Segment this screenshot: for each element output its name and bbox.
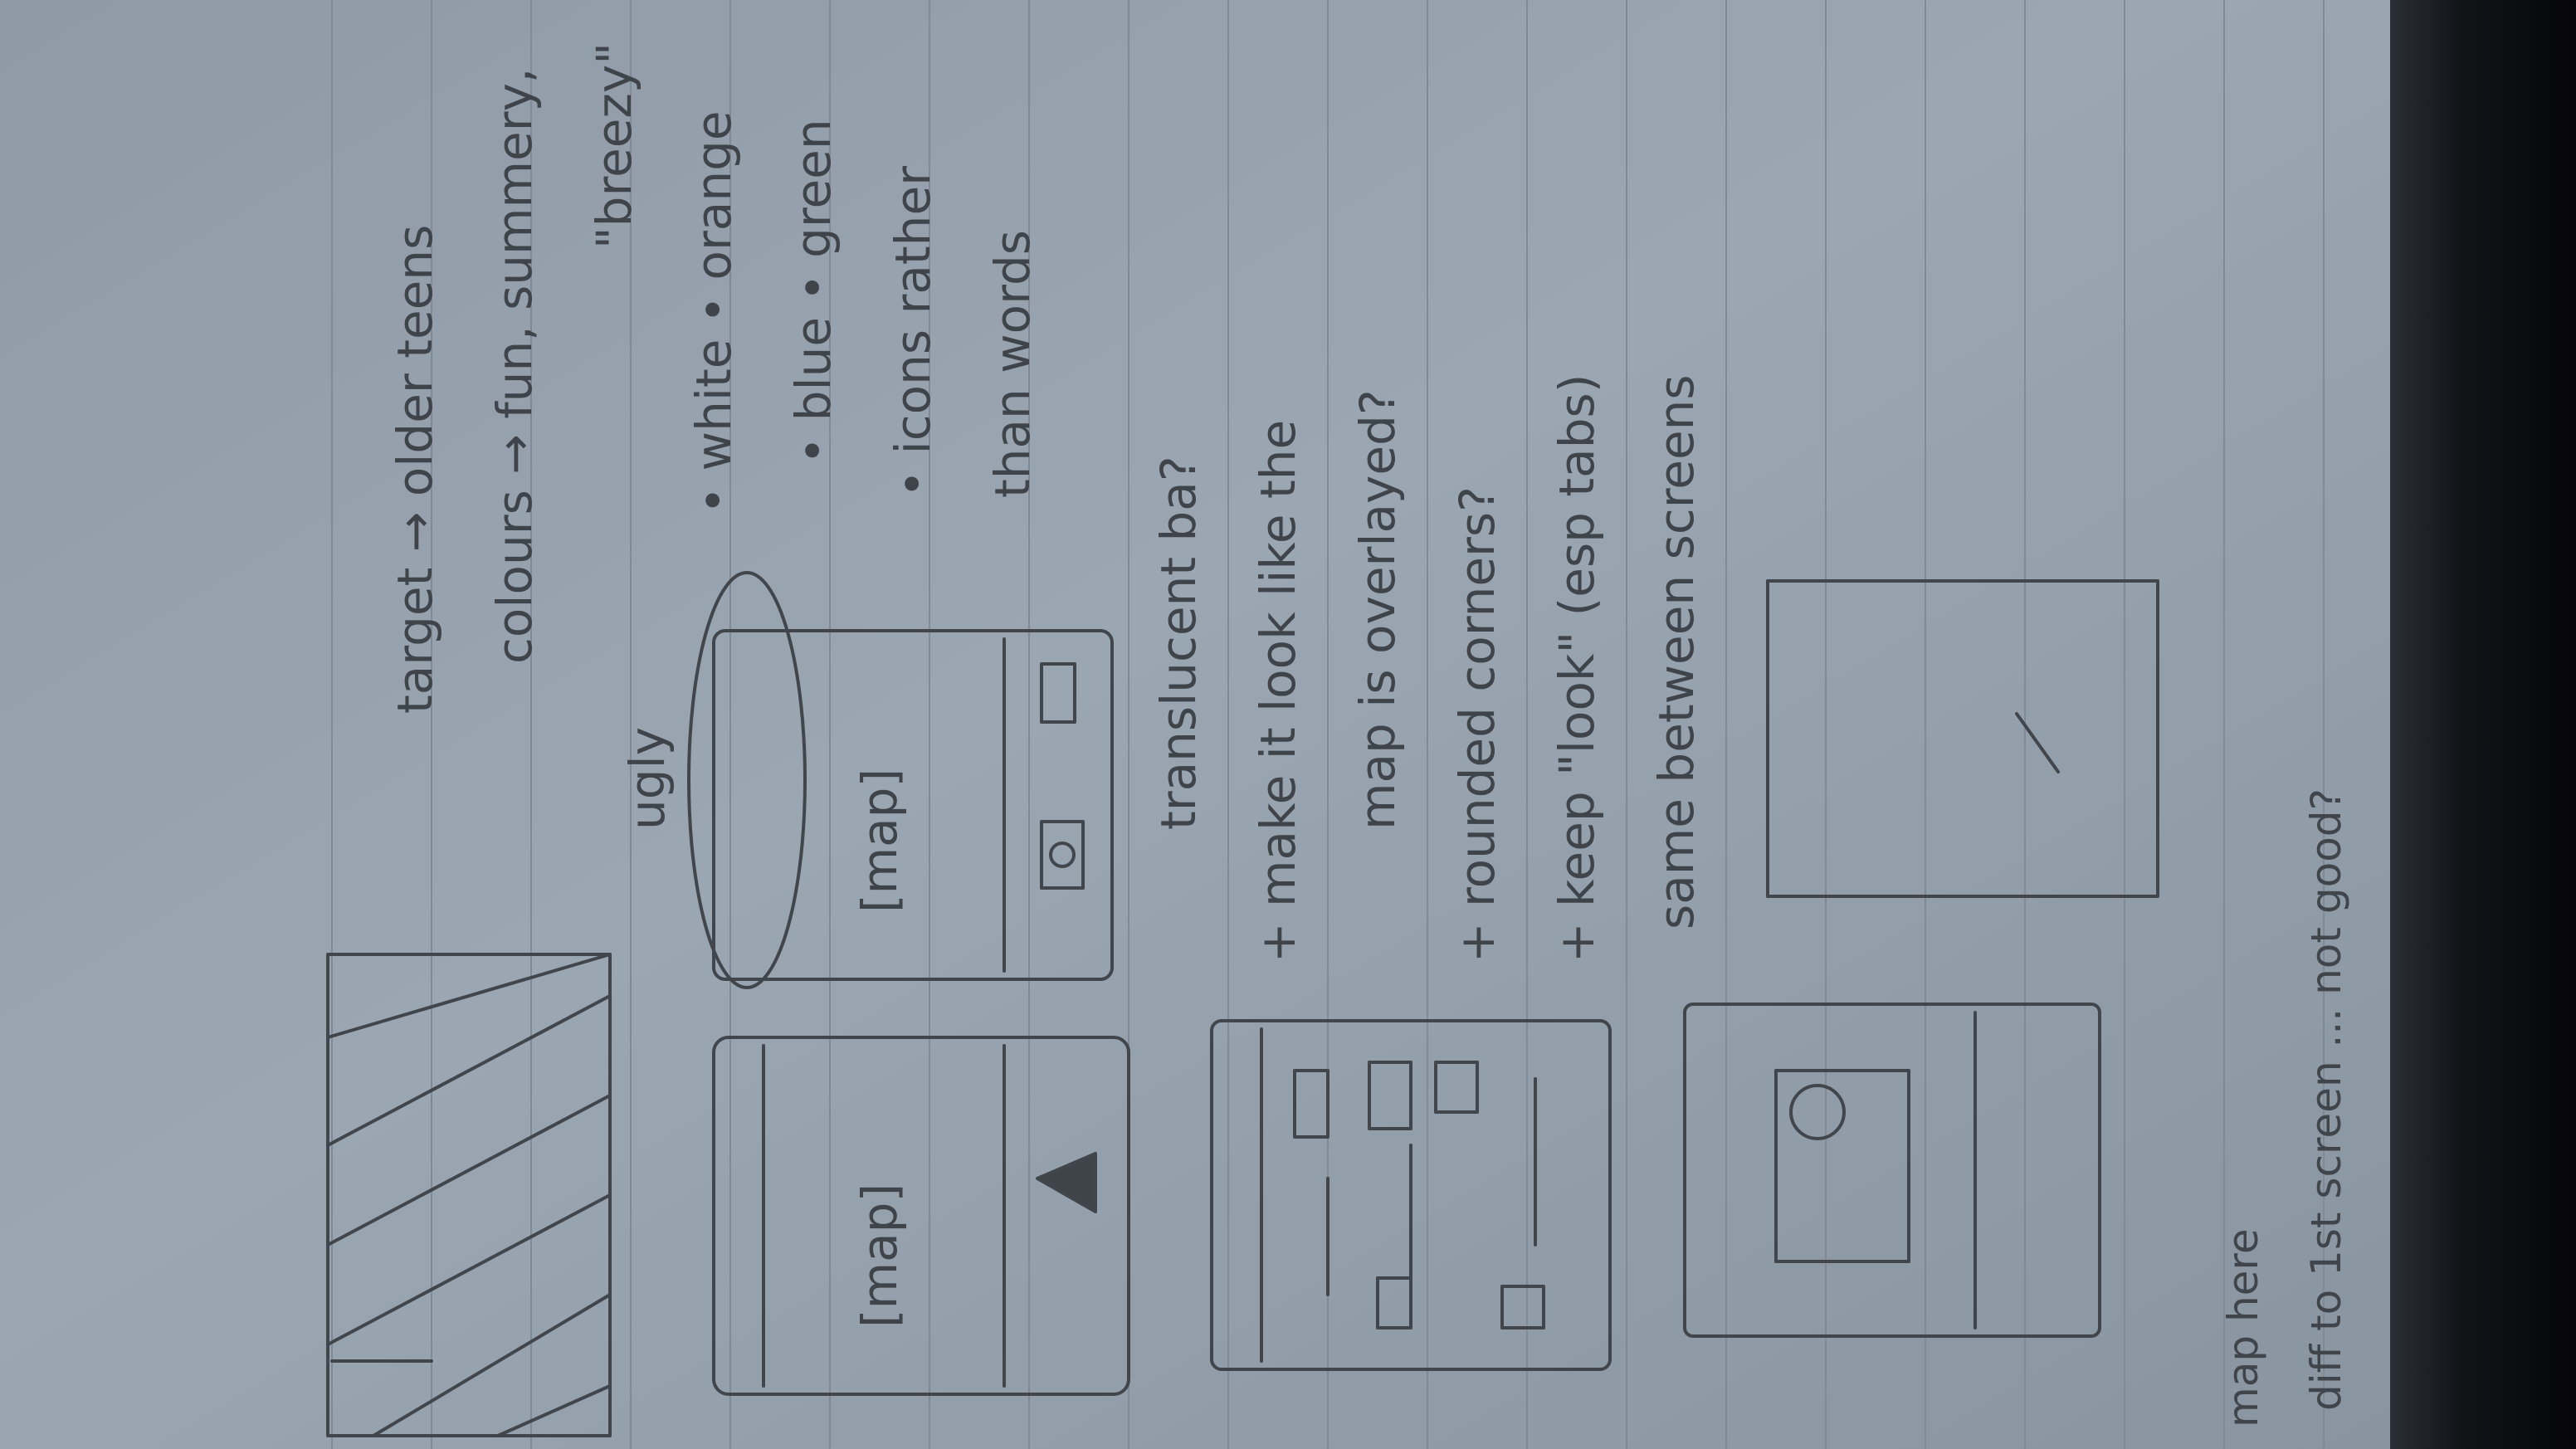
note-rounded: + rounded corners? <box>1449 486 1505 963</box>
sketch-phone-3 <box>1210 1019 1612 1371</box>
sketch-label-map-b: [map] <box>851 768 908 913</box>
sketch-phone-2 <box>687 571 1114 989</box>
note-ugly: ugly <box>619 727 676 830</box>
note-map-here: map here <box>2219 1228 2267 1427</box>
note-than-words: than words <box>984 230 1041 498</box>
note-make-look: + make it look like the <box>1250 420 1306 963</box>
note-translucent: translucent ba? <box>1150 456 1207 830</box>
note-same-between: same between screens <box>1648 374 1705 929</box>
note-colours: colours → fun, summery, <box>486 68 543 664</box>
note-diff-screen: diff to 1st screen ... not good? <box>2302 788 2350 1411</box>
handwritten-notes: target → older teens colours → fun, summ… <box>387 42 2350 1427</box>
note-icons: • icons rather <box>885 166 941 498</box>
note-breezy: "breezy" <box>586 42 642 249</box>
sketch-phone-1 <box>712 1036 1130 1396</box>
note-target: target → older teens <box>387 225 443 714</box>
note-keep-look: + keep "look" (esp tabs) <box>1549 374 1605 963</box>
note-map-overlayed: map is overlayed? <box>1349 389 1406 830</box>
sketch-phone-4 <box>1683 1003 2101 1338</box>
desk-edge <box>2390 0 2576 1449</box>
note-white-orange: • white • orange <box>685 110 742 515</box>
sketch-label-map-a: [map] <box>851 1183 908 1328</box>
sketch-empty-screen <box>1766 579 2159 898</box>
hatched-sketch <box>326 953 612 1437</box>
note-blue-green: • blue • green <box>785 119 842 465</box>
